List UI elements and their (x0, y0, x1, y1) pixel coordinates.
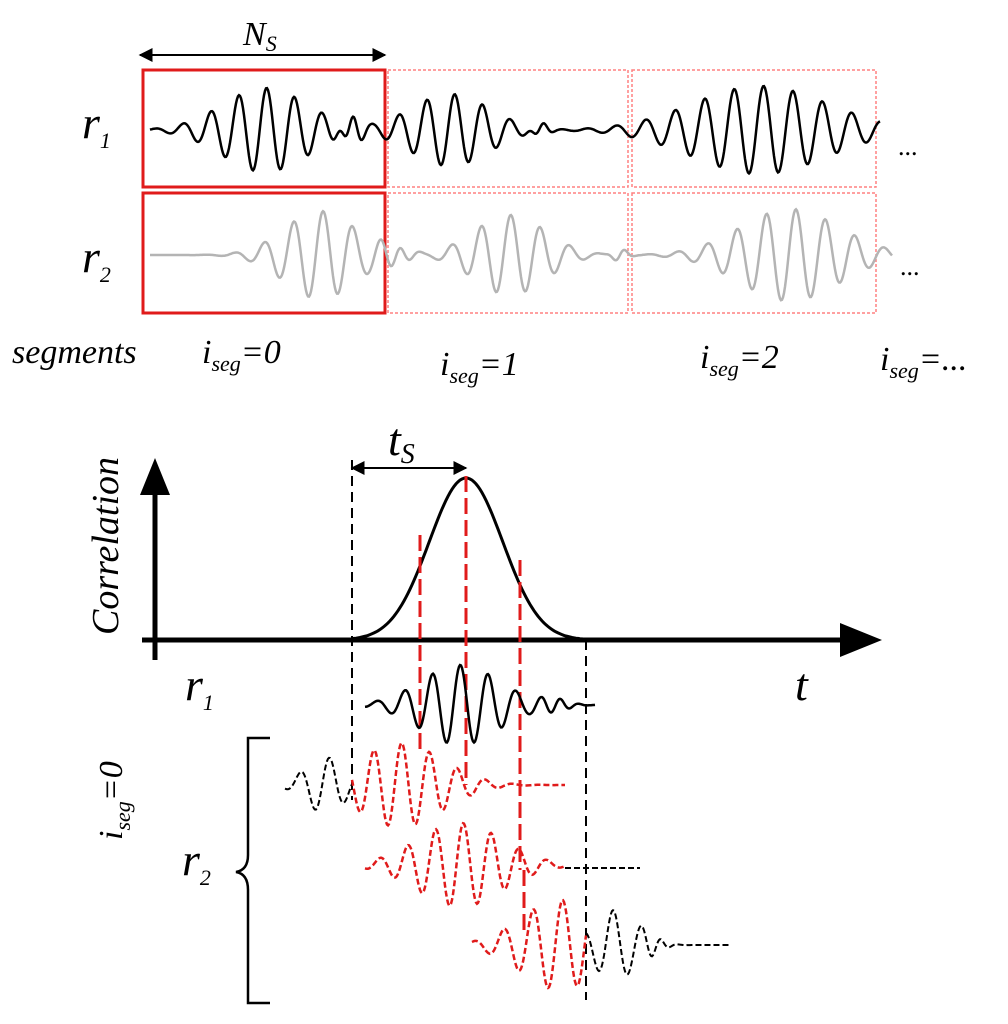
shifted-r2-1 (350, 741, 565, 828)
correlation-curve (351, 476, 587, 641)
shifted-r2-3 (471, 898, 588, 990)
r2-brace (235, 736, 270, 1005)
shifted-r2-3-post (585, 908, 730, 976)
segment-length-label: NS (242, 16, 277, 56)
segments-label: segments (12, 334, 137, 371)
signal-r2-label: r2 (82, 231, 111, 287)
segment-label-0: iseg=0 (202, 334, 281, 376)
y-axis-arrowhead (140, 458, 170, 495)
segment-box-r1-0 (141, 68, 387, 189)
r2-ellipsis: ... (900, 252, 920, 281)
segment-r2-label: r2 (182, 834, 211, 890)
segment-box-r2-2 (631, 192, 877, 314)
signal-r1-label: r1 (82, 97, 111, 153)
segment-label-2: iseg=2 (700, 339, 779, 381)
bottom-segment-label: iseg=0 (93, 761, 135, 840)
shifted-r2-2 (364, 821, 566, 908)
x-axis-label: t (795, 659, 809, 710)
segment-label-1: iseg=1 (440, 346, 519, 388)
signal-r2-waveform (150, 207, 893, 302)
segment-label-more: iseg=... (880, 341, 967, 383)
segment-r1-label: r1 (185, 659, 214, 715)
segment-r1-waveform (364, 663, 596, 745)
shift-label: tS (388, 414, 415, 470)
signal-r1-waveform (149, 84, 881, 176)
x-axis-arrowhead (840, 623, 882, 657)
segment-box-r1-1 (387, 69, 629, 188)
y-axis-label: Correlation (85, 457, 127, 635)
shifted-r2-1-pre (284, 756, 353, 811)
segment-box-r2-0 (141, 191, 387, 315)
segment-box-r1-2 (631, 69, 877, 188)
r1-ellipsis: ... (898, 132, 918, 161)
